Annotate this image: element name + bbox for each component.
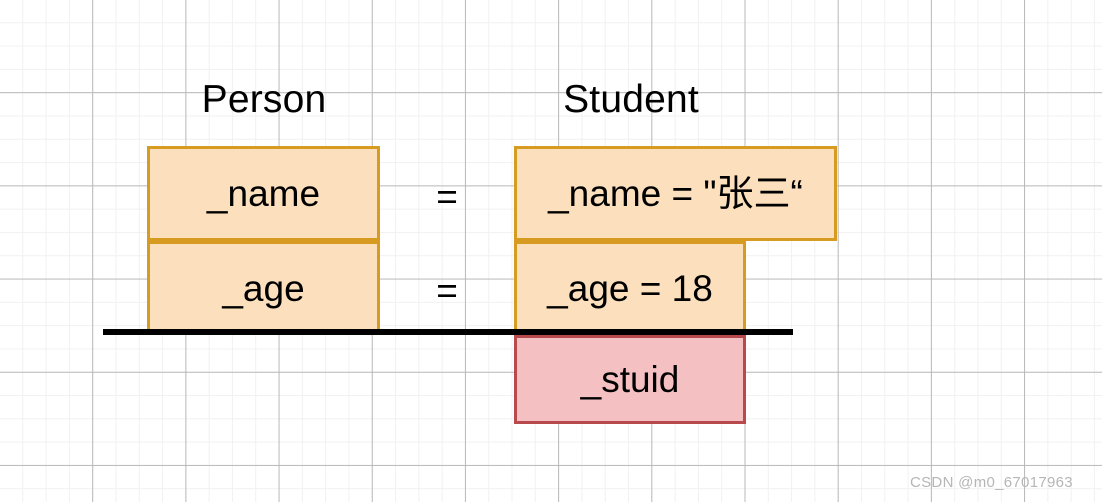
relation-equals-name: = bbox=[436, 176, 458, 217]
class-title-person: Person bbox=[201, 78, 327, 121]
student-member-age[interactable]: _age = 18 bbox=[514, 241, 746, 335]
student-member-name-label: _name = "张三“ bbox=[548, 173, 803, 214]
class-title-student: Student bbox=[563, 78, 699, 121]
person-member-name[interactable]: _name bbox=[147, 146, 380, 241]
student-member-stuid[interactable]: _stuid bbox=[514, 335, 746, 424]
student-member-age-label: _age = 18 bbox=[547, 267, 713, 309]
watermark-text: CSDN @m0_67017963 bbox=[910, 474, 1073, 491]
student-member-name[interactable]: _name = "张三“ bbox=[514, 146, 837, 241]
relation-equals-age: = bbox=[436, 270, 458, 311]
person-member-age[interactable]: _age bbox=[147, 241, 380, 335]
student-member-stuid-label: _stuid bbox=[580, 359, 680, 400]
person-member-age-label: _age bbox=[222, 267, 305, 309]
inheritance-divider-rule bbox=[103, 329, 793, 335]
person-member-name-label: _name bbox=[206, 173, 321, 214]
